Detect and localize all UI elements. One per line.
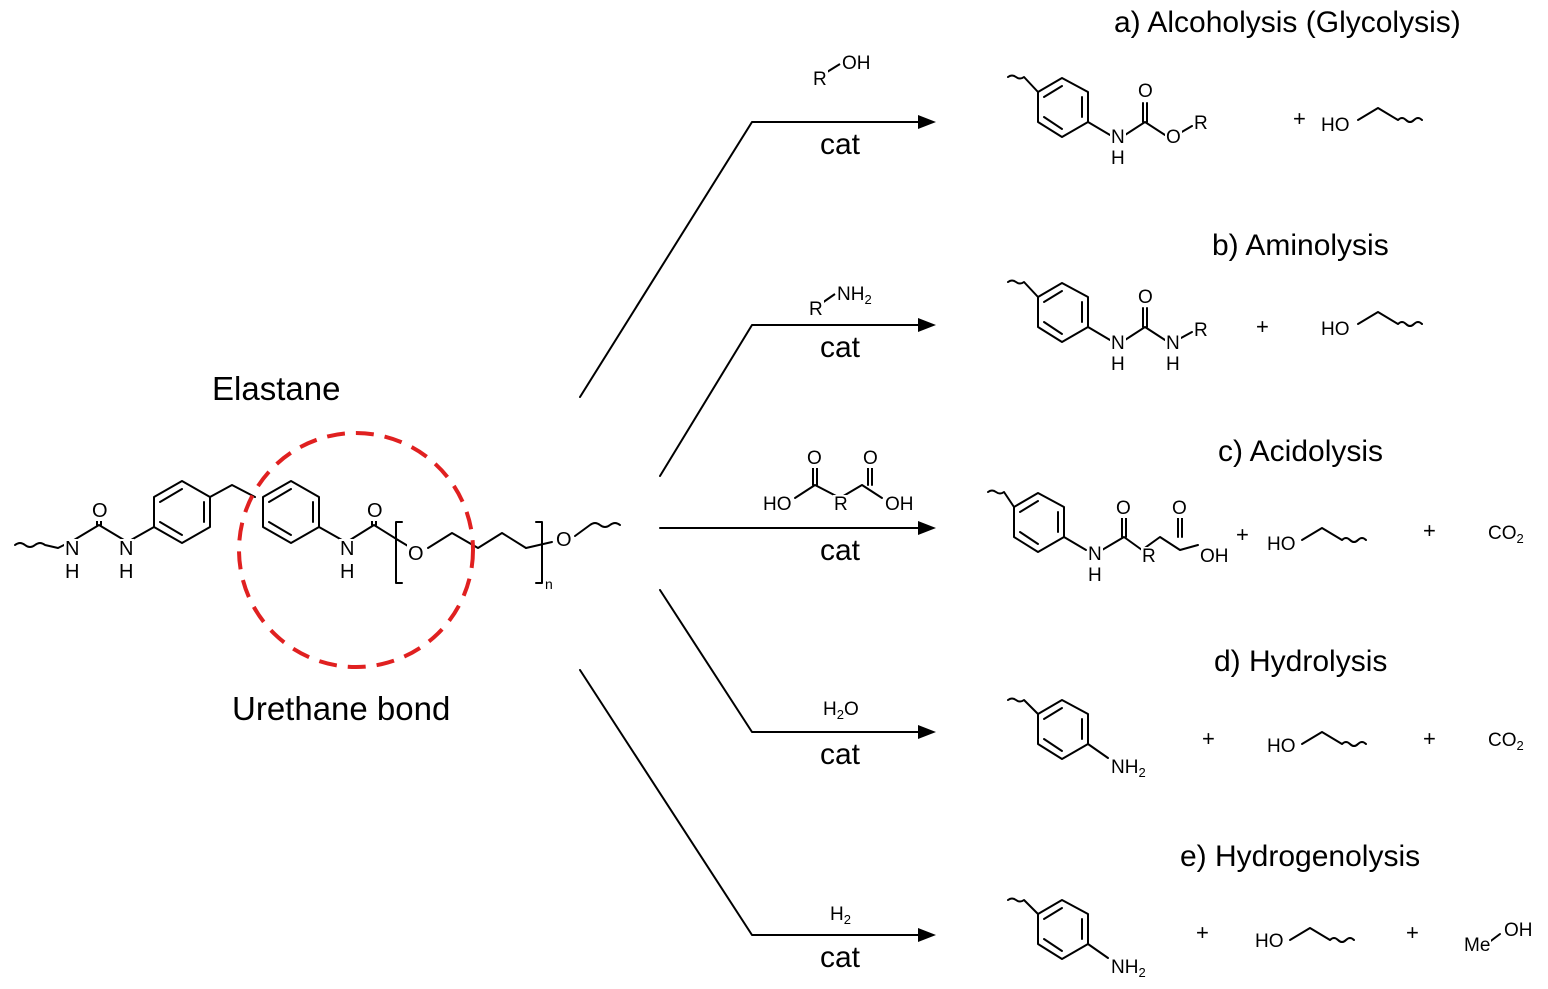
product-c-oh: OH — [1199, 546, 1230, 567]
atom-r: R — [1193, 320, 1209, 341]
plus-sign: + — [1256, 314, 1269, 339]
benzene-ring-2 — [262, 480, 320, 544]
catalyst-b: cat — [820, 331, 861, 364]
atom-o: O — [91, 500, 109, 522]
wavy-bond-left — [14, 542, 69, 549]
reagent-b: R — [808, 299, 824, 320]
atom-h: H — [339, 561, 356, 583]
product-c-structure — [987, 489, 1367, 553]
atom-h: H — [1110, 354, 1126, 375]
reaction-arrows — [579, 121, 921, 936]
atom-h: H — [64, 561, 81, 583]
atom-r: R — [1141, 546, 1157, 567]
plus-sign: + — [1202, 726, 1215, 751]
atom-n: N — [64, 538, 81, 560]
reaction-e-title: e) Hydrogenolysis — [1180, 840, 1421, 873]
elastane-structure — [14, 480, 621, 584]
reaction-c-title: c) Acidolysis — [1218, 435, 1384, 468]
atom-n: N — [339, 538, 356, 560]
reagent-d: H2O — [822, 699, 860, 724]
reaction-d-title: d) Hydrolysis — [1214, 645, 1388, 678]
plus-sign: + — [1423, 726, 1436, 751]
atom-n: N — [118, 538, 135, 560]
urethane-bond-highlight — [237, 431, 475, 669]
coproduct-d: HO — [1266, 736, 1297, 757]
atom-r: R — [1193, 113, 1209, 134]
bracket-left — [395, 521, 403, 584]
atom-h: H — [118, 561, 135, 583]
co2-c: CO2 — [1487, 523, 1525, 548]
wavy-bond-right — [574, 522, 621, 537]
reaction-b-title: b) Aminolysis — [1212, 229, 1389, 262]
benzene-ring-1 — [153, 480, 211, 544]
atom-h: H — [1087, 565, 1103, 586]
coproduct-c: HO — [1266, 534, 1297, 555]
arrowheads — [918, 115, 936, 942]
reaction-a-title: a) Alcoholysis (Glycolysis) — [1114, 6, 1461, 39]
catalyst-d: cat — [820, 738, 861, 771]
product-e-structure — [1007, 897, 1501, 960]
urethane-bond-label: Urethane bond — [232, 690, 451, 727]
product-e-nh2: NH2 — [1110, 957, 1147, 982]
atom-h: H — [1110, 148, 1126, 169]
atom-o: O — [862, 448, 879, 469]
catalyst-a: cat — [820, 128, 861, 161]
atom-n: N — [1087, 544, 1103, 565]
atom-o: O — [555, 529, 573, 551]
plus-sign: + — [1423, 518, 1436, 543]
atom-r: R — [833, 494, 849, 515]
bracket-right — [535, 521, 543, 584]
product-d-structure — [1007, 697, 1367, 760]
atom-o: O — [1115, 498, 1132, 519]
product-b-structure — [1007, 279, 1423, 343]
atom-o: O — [1137, 287, 1154, 308]
co2-d: CO2 — [1487, 730, 1525, 755]
catalyst-e: cat — [820, 941, 861, 974]
product-d-nh2: NH2 — [1110, 757, 1147, 782]
atom-n: N — [1110, 127, 1126, 148]
reagent-a-oh: OH — [841, 53, 872, 74]
reagent-c-oh: OH — [884, 494, 915, 515]
product-a-structure — [1007, 74, 1423, 138]
atom-o: O — [407, 543, 425, 565]
reagent-b-nh2: NH2 — [836, 284, 873, 309]
methanol-me: Me — [1463, 935, 1492, 956]
atom-h: H — [1165, 354, 1181, 375]
methanol-oh: OH — [1503, 920, 1534, 941]
reagent-c-ho: HO — [762, 494, 793, 515]
catalyst-c: cat — [820, 534, 861, 567]
coproduct-b: HO — [1320, 319, 1351, 340]
plus-sign: + — [1406, 920, 1419, 945]
repeat-subscript-n: n — [545, 576, 553, 592]
atom-o: O — [1165, 127, 1182, 148]
atom-o: O — [806, 448, 823, 469]
elastane-label: Elastane — [212, 370, 341, 407]
atom-o: O — [1171, 498, 1188, 519]
atom-n: N — [1110, 333, 1126, 354]
plus-sign: + — [1196, 920, 1209, 945]
atom-n: N — [1165, 333, 1181, 354]
plus-sign: + — [1293, 106, 1306, 131]
reagent-e: H2 — [829, 904, 852, 929]
atom-o: O — [1137, 81, 1154, 102]
coproduct-a: HO — [1320, 115, 1351, 136]
atom-o: O — [366, 500, 384, 522]
coproduct-e: HO — [1254, 931, 1285, 952]
plus-sign: + — [1236, 522, 1249, 547]
reagent-a: R — [812, 69, 828, 90]
